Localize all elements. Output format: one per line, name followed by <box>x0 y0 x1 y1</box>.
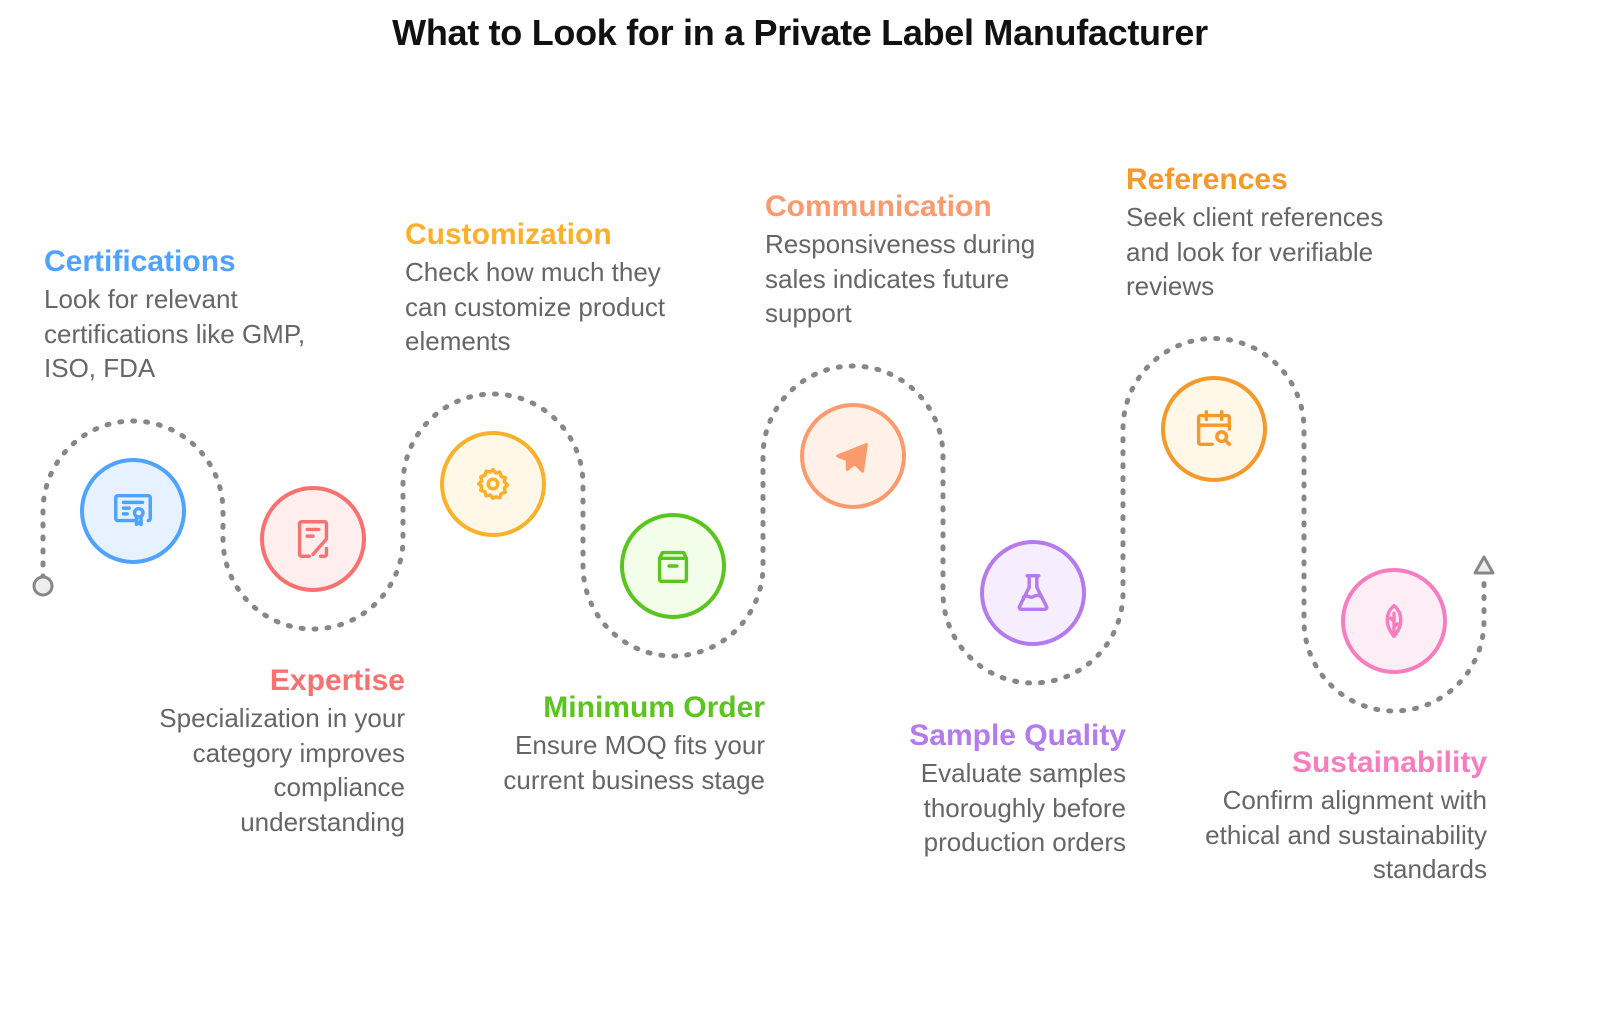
gear-icon <box>476 467 510 501</box>
step-title: Customization <box>405 218 612 251</box>
customization-node <box>440 431 546 537</box>
certifications-node <box>80 458 186 564</box>
references-node <box>1161 376 1267 482</box>
edit-document-icon <box>297 520 329 558</box>
step-title: References <box>1126 163 1288 196</box>
minimum-order-node <box>620 513 726 619</box>
diagram-title: What to Look for in a Private Label Manu… <box>392 12 1208 53</box>
step-title: Sustainability <box>1291 746 1487 779</box>
communication-node <box>800 403 906 509</box>
leaf-icon <box>1385 603 1403 639</box>
start-marker <box>32 575 54 597</box>
certificate-icon <box>114 493 152 527</box>
sample-quality-node <box>980 540 1086 646</box>
flask-icon <box>1017 574 1049 612</box>
step-title: Minimum Order <box>543 691 765 724</box>
end-arrow-icon <box>1473 555 1495 575</box>
step-title: Sample Quality <box>909 719 1126 752</box>
step-title: Certifications <box>44 245 236 278</box>
sustainability-node <box>1341 568 1447 674</box>
archive-box-icon <box>657 550 689 584</box>
step-title: Expertise <box>269 664 405 697</box>
send-icon <box>836 443 868 473</box>
calendar-search-icon <box>1196 410 1232 447</box>
step-title: Communication <box>765 190 992 223</box>
expertise-node <box>260 486 366 592</box>
